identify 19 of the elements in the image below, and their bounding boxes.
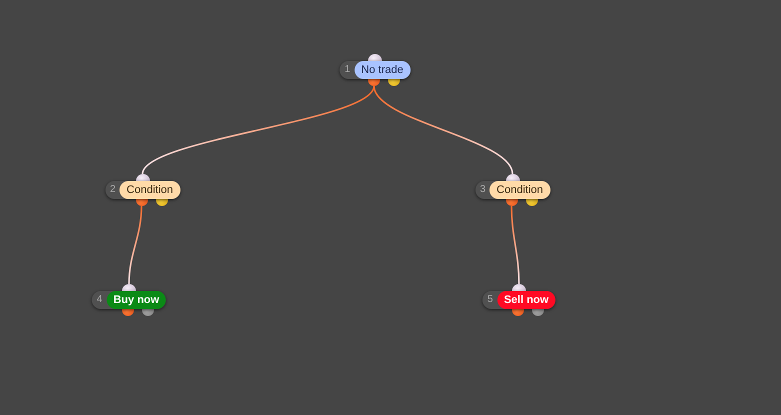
node-number: 3 bbox=[478, 183, 487, 197]
connector-line bbox=[510, 206, 520, 284]
connector-line bbox=[373, 86, 514, 174]
node-pill bbox=[482, 291, 556, 309]
node-pill bbox=[104, 181, 180, 199]
connector-line bbox=[142, 86, 375, 174]
node-label: Sell now bbox=[496, 291, 556, 309]
node-number: 1 bbox=[344, 63, 352, 77]
node-label: Buy now bbox=[106, 291, 166, 309]
node-pill bbox=[474, 181, 550, 199]
node-label: Condition bbox=[120, 181, 180, 199]
node-pill bbox=[340, 61, 410, 79]
node-number: 5 bbox=[486, 293, 494, 307]
node-label: Condition bbox=[490, 181, 550, 199]
connector-line bbox=[128, 206, 142, 284]
node-label: No trade bbox=[354, 61, 410, 79]
node-pill bbox=[92, 291, 166, 309]
node-number: 2 bbox=[108, 183, 117, 197]
node-number: 4 bbox=[96, 293, 104, 307]
